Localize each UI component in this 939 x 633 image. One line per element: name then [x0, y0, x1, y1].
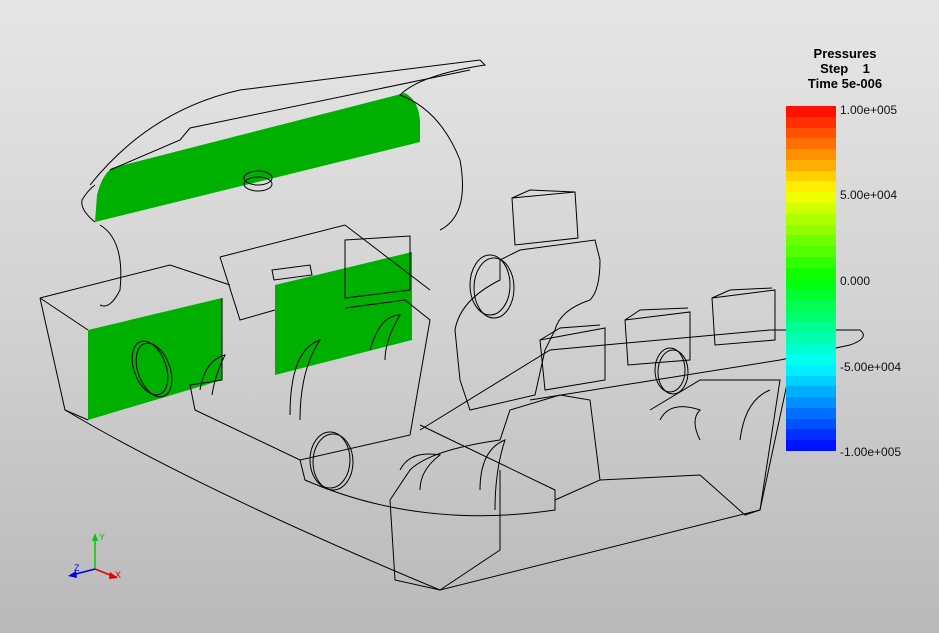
color-band	[786, 127, 836, 139]
y-axis-arrow-icon	[92, 533, 98, 541]
color-band	[786, 343, 836, 354]
color-band	[786, 203, 836, 214]
color-scale-bar	[786, 106, 836, 451]
color-band	[786, 138, 836, 150]
color-band	[786, 289, 836, 301]
color-band	[786, 397, 836, 408]
color-band	[786, 116, 836, 128]
color-band	[786, 375, 836, 387]
color-band	[786, 278, 836, 290]
left-panel	[88, 298, 222, 420]
color-band	[786, 192, 836, 204]
legend-tick-max: 1.00e+005	[840, 103, 898, 117]
color-band	[786, 364, 836, 376]
color-band	[786, 310, 836, 322]
color-band	[786, 353, 836, 365]
legend-time: Time 5e-006	[807, 76, 883, 91]
color-band	[786, 181, 836, 193]
color-band	[786, 246, 836, 257]
upper-curved-panel	[95, 93, 420, 222]
color-band	[786, 300, 836, 311]
y-axis-label: Y	[99, 532, 105, 542]
x-axis-label: X	[115, 570, 121, 580]
color-band	[786, 235, 836, 247]
color-band	[786, 213, 836, 225]
pressure-surfaces	[88, 93, 420, 420]
color-band	[786, 407, 836, 419]
middle-panel	[275, 252, 412, 375]
legend-title: Pressures Step 1 Time 5e-006	[790, 46, 900, 91]
legend-tick-min: -1.00e+005	[840, 445, 902, 459]
color-band	[786, 149, 836, 160]
color-band	[786, 170, 836, 182]
color-band	[786, 332, 836, 344]
legend-variable: Pressures	[813, 46, 877, 61]
color-band	[786, 429, 836, 441]
x-axis-arrow-icon	[109, 572, 118, 579]
legend-tick-50k: 5.00e+004	[840, 188, 898, 202]
legend-tick-zero: 0.000	[840, 274, 871, 288]
color-band	[786, 159, 836, 171]
color-band	[786, 267, 836, 279]
color-band	[786, 256, 836, 268]
orientation-axes: Y X Z	[68, 532, 121, 580]
z-axis-label: Z	[74, 563, 80, 573]
z-axis-arrow-icon	[68, 571, 77, 578]
color-band	[786, 224, 836, 236]
color-band	[786, 386, 836, 398]
color-band	[786, 418, 836, 430]
legend-step: Step 1	[820, 61, 870, 76]
color-band	[786, 440, 836, 451]
mesh-wireframe	[39, 59, 864, 591]
legend-tick-neg50k: -5.00e+004	[840, 360, 902, 374]
color-band	[786, 106, 836, 117]
color-band	[786, 321, 836, 333]
